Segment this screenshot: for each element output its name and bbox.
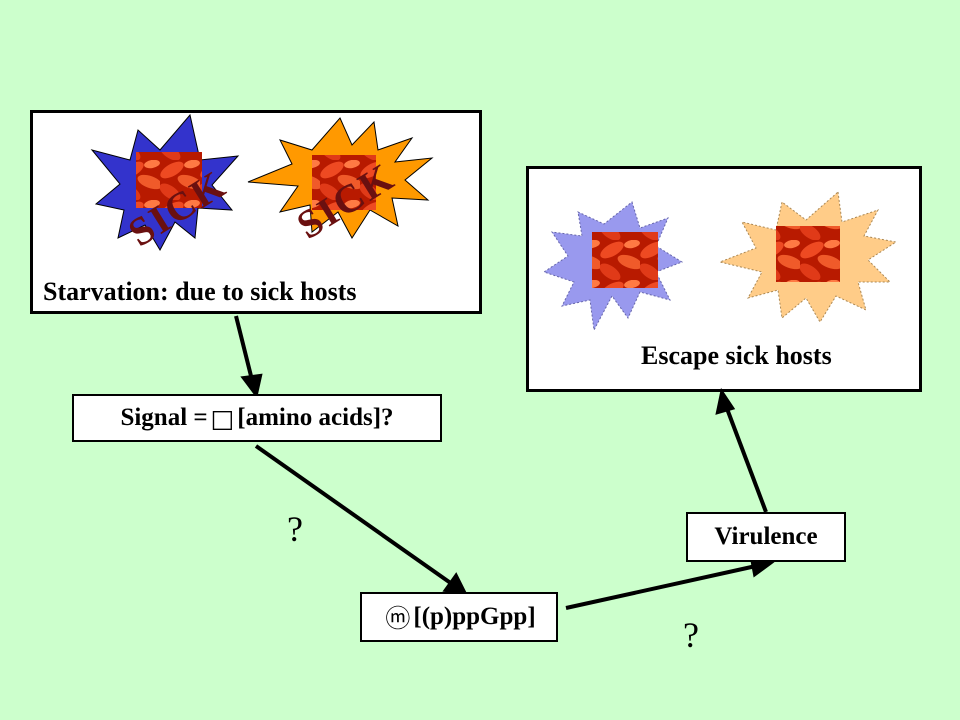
signal-prefix: Signal =	[120, 404, 208, 431]
ppgpp-node: ⓜ [(p)ppGpp]	[360, 592, 558, 642]
arrow-head	[240, 373, 263, 399]
increase-symbol-icon: ⓜ	[385, 604, 411, 633]
ppgpp-label: [(p)ppGpp]	[413, 603, 536, 630]
starvation-box: Starvation: due to sick hosts	[30, 110, 482, 314]
escape-box: Escape sick hosts	[526, 166, 922, 392]
square-symbol-icon: □	[210, 403, 235, 433]
arrow-ppgpp-to-virulence	[565, 564, 757, 610]
arrow-virulence-to-escape	[724, 405, 768, 513]
arrow-head	[715, 387, 736, 415]
virulence-node: Virulence	[686, 512, 846, 562]
question-mark-2: ?	[683, 615, 699, 655]
signal-node: Signal = □ [amino acids]?	[72, 394, 442, 442]
arrow-signal-to-ppgpp	[254, 444, 454, 586]
signal-suffix: [amino acids]?	[237, 404, 394, 431]
escape-label: Escape sick hosts	[641, 341, 832, 370]
starvation-label: Starvation: due to sick hosts	[43, 277, 357, 306]
arrow-starvation-to-signal	[234, 315, 254, 381]
question-mark-1: ?	[287, 509, 303, 549]
virulence-label: Virulence	[714, 523, 818, 550]
arrow-head	[442, 572, 468, 595]
